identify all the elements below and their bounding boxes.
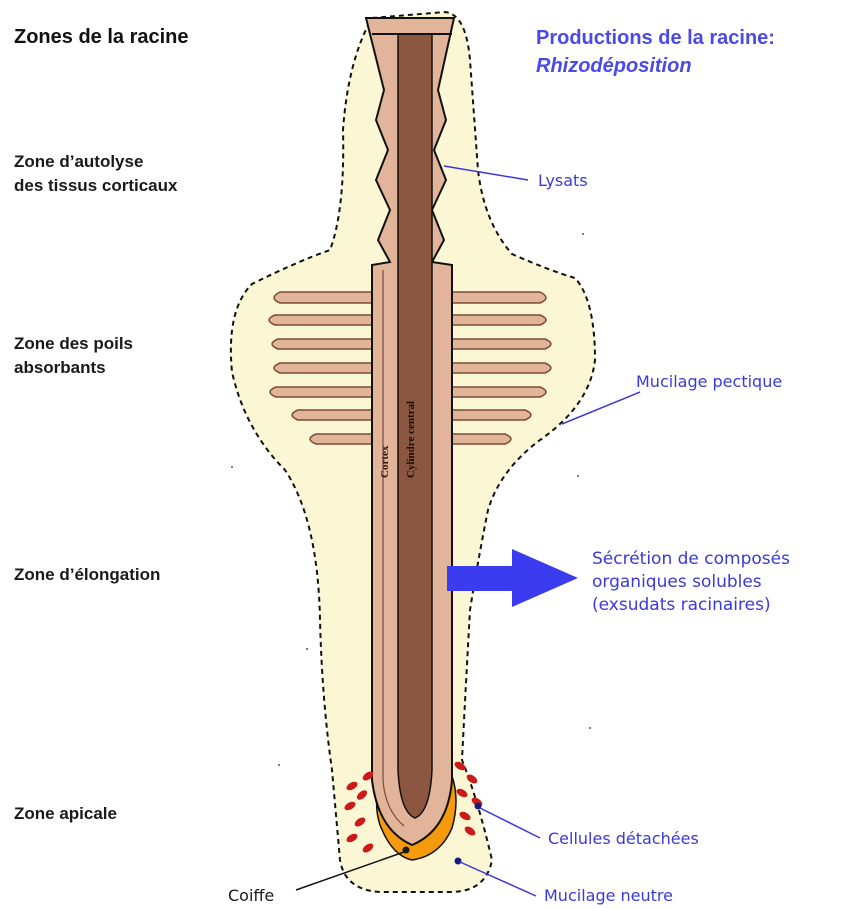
zone-elongation-label: Zone d’élongation [14,563,160,587]
root-hair [272,339,372,349]
speck [577,475,579,477]
secretion-line1: Sécrétion de composés [592,548,790,571]
root-hair [452,315,546,325]
lysats-label: Lysats [538,169,588,192]
pointer-dot [455,858,462,865]
cellules-label: Cellules détachées [548,827,699,850]
zone-elongation-line1: Zone d’élongation [14,563,160,587]
root-hair [274,363,372,373]
root-hair [452,410,531,420]
mucilage-neutre-label: Mucilage neutre [544,884,673,907]
cylindre-label: Cylindre central [405,401,417,478]
root-hair [452,434,511,444]
zone-poils-label: Zone des poils absorbants [14,332,133,380]
secretion-line3: (exsudats racinaires) [592,594,790,617]
root-hair [269,315,372,325]
root-hair [452,363,551,373]
zone-autolyse-line1: Zone d’autolyse [14,150,177,174]
productions-title: Productions de la racine: Rhizodépositio… [536,24,775,80]
coiffe-label: Coiffe [228,884,274,907]
root-hair [310,434,372,444]
root-hair [452,339,551,349]
page-title: Zones de la racine [14,26,189,49]
zone-autolyse-line2: des tissus corticaux [14,174,177,198]
secretion-label: Sécrétion de composés organiques soluble… [592,548,790,617]
root-hair [292,410,372,420]
secretion-line2: organiques solubles [592,571,790,594]
root-hair [452,387,546,397]
speck [582,233,584,235]
zone-poils-line1: Zone des poils [14,332,133,356]
productions-title-line2: Rhizodéposition [536,52,775,80]
mucilage-pectique-label: Mucilage pectique [636,370,782,393]
speck [278,764,280,766]
zone-poils-line2: absorbants [14,356,133,380]
zone-apicale-line1: Zone apicale [14,802,117,826]
root-hair [452,292,546,303]
zone-autolyse-label: Zone d’autolyse des tissus corticaux [14,150,177,198]
zone-apicale-label: Zone apicale [14,802,117,826]
productions-title-line1: Productions de la racine: [536,24,775,52]
root-hair [270,387,372,397]
speck [231,466,233,468]
speck [589,727,591,729]
cortex-label: Cortex [379,445,391,478]
cellules-pointer [480,808,540,838]
root-hair [274,292,372,303]
speck [306,648,308,650]
